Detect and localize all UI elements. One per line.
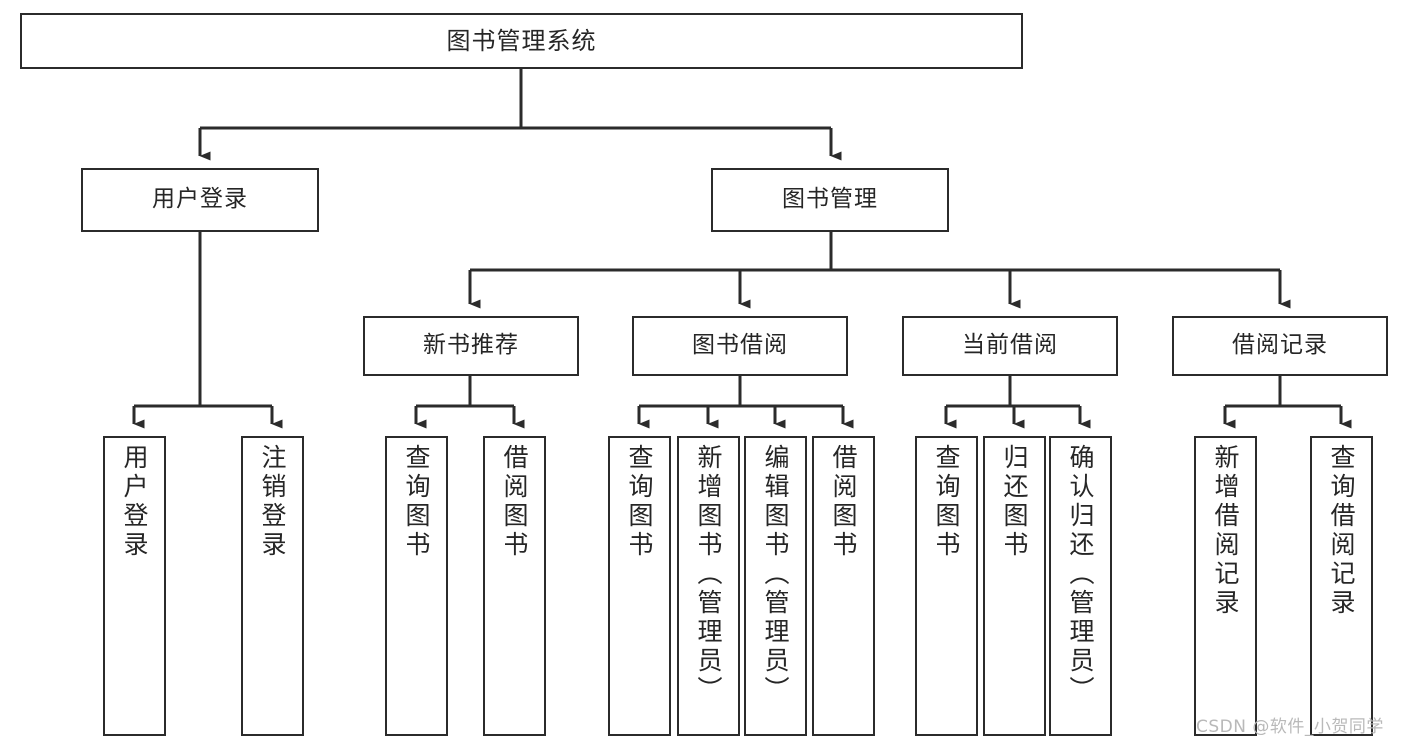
node-leaf-user-login[interactable]: 用户登录 [103,436,166,736]
node-label: 查询图书 [932,444,961,560]
node-label: 用户登录 [152,186,248,213]
node-label: 归还图书 [1000,444,1029,560]
node-leaf-borrow-book-2[interactable]: 借阅图书 [812,436,875,736]
node-user-login[interactable]: 用户登录 [81,168,319,232]
node-label: 当前借阅 [962,332,1058,359]
node-label: 借阅记录 [1232,332,1328,359]
node-leaf-add-book[interactable]: 新增图书（管理员） [677,436,740,736]
node-root-system[interactable]: 图书管理系统 [20,13,1023,69]
node-label: 图书管理系统 [446,26,597,55]
node-leaf-query-record[interactable]: 查询借阅记录 [1310,436,1373,736]
node-book-borrow[interactable]: 图书借阅 [632,316,848,376]
node-label: 确认归还（管理员） [1066,444,1095,705]
node-new-book-rec[interactable]: 新书推荐 [363,316,579,376]
node-label: 借阅图书 [500,444,529,560]
node-label: 编辑图书（管理员） [761,444,790,705]
node-current-borrow[interactable]: 当前借阅 [902,316,1118,376]
node-leaf-confirm-return[interactable]: 确认归还（管理员） [1049,436,1112,736]
node-label: 新增借阅记录 [1211,444,1240,618]
watermark: CSDN @软件_小贺同学 [1196,717,1384,737]
node-label: 注销登录 [258,444,287,560]
node-label: 图书借阅 [692,332,788,359]
node-leaf-return-book[interactable]: 归还图书 [983,436,1046,736]
node-label: 查询图书 [625,444,654,560]
node-label: 用户登录 [120,444,149,560]
node-leaf-borrow-book-1[interactable]: 借阅图书 [483,436,546,736]
node-leaf-add-record[interactable]: 新增借阅记录 [1194,436,1257,736]
node-leaf-user-logout[interactable]: 注销登录 [241,436,304,736]
node-leaf-query-book-3[interactable]: 查询图书 [915,436,978,736]
node-label: 新增图书（管理员） [694,444,723,705]
node-label: 图书管理 [782,186,878,213]
node-label: 查询图书 [402,444,431,560]
node-label: 借阅图书 [829,444,858,560]
node-borrow-record[interactable]: 借阅记录 [1172,316,1388,376]
node-label: 查询借阅记录 [1327,444,1356,618]
node-label: 新书推荐 [423,332,519,359]
node-leaf-query-book-1[interactable]: 查询图书 [385,436,448,736]
node-book-manage[interactable]: 图书管理 [711,168,949,232]
node-leaf-edit-book[interactable]: 编辑图书（管理员） [744,436,807,736]
node-leaf-query-book-2[interactable]: 查询图书 [608,436,671,736]
